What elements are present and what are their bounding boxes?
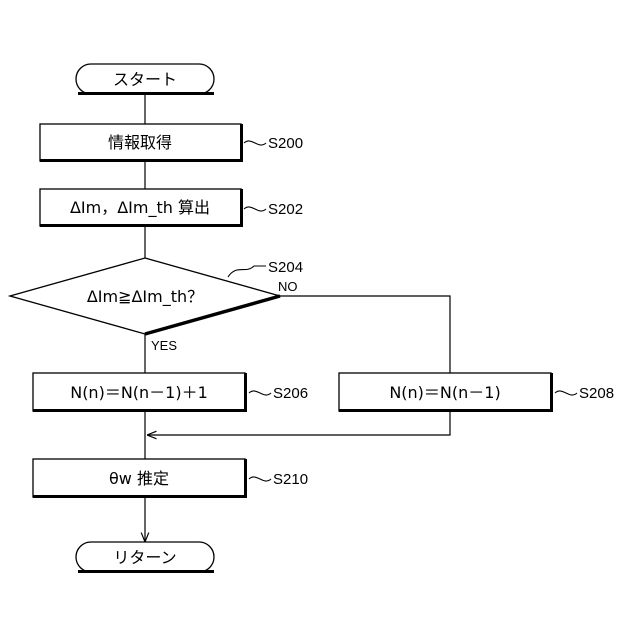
s206-label: N(n)＝N(n－1)＋1 bbox=[70, 383, 208, 402]
start-terminal: スタート bbox=[76, 64, 214, 95]
s202-leader bbox=[244, 207, 266, 211]
s204-label: ΔIm≧ΔIm_th？ bbox=[87, 287, 203, 307]
process-s202: ΔIm，ΔIm_th 算出 bbox=[40, 189, 243, 227]
s206-step-label: S206 bbox=[273, 385, 308, 402]
connector-s204-no-s208 bbox=[280, 296, 450, 373]
s208-label: N(n)＝N(n－1) bbox=[389, 383, 500, 402]
s200-leader bbox=[244, 141, 266, 145]
process-s210: θw 推定 bbox=[33, 459, 247, 498]
s200-label: 情報取得 bbox=[108, 133, 172, 152]
s210-step-label: S210 bbox=[273, 471, 308, 488]
process-s208: N(n)＝N(n－1) bbox=[339, 373, 553, 412]
s204-step-label: S204 bbox=[268, 259, 303, 276]
s202-label: ΔIm，ΔIm_th 算出 bbox=[70, 198, 210, 218]
s208-leader bbox=[555, 391, 577, 395]
end-label: リターン bbox=[113, 548, 176, 567]
s200-step-label: S200 bbox=[268, 135, 303, 152]
s208-step-label: S208 bbox=[579, 385, 614, 402]
connector-s208-merge bbox=[147, 412, 450, 435]
s204-no-label: NO bbox=[278, 279, 298, 294]
s204-leader bbox=[228, 266, 266, 277]
process-s206: N(n)＝N(n－1)＋1 bbox=[33, 373, 247, 412]
s204-yes-label: YES bbox=[151, 338, 177, 353]
s206-leader bbox=[249, 391, 271, 395]
s210-leader bbox=[249, 477, 271, 481]
end-terminal: リターン bbox=[76, 542, 214, 573]
s210-label: θw 推定 bbox=[109, 469, 169, 488]
s202-step-label: S202 bbox=[268, 201, 303, 218]
process-s200: 情報取得 bbox=[40, 124, 243, 162]
start-label: スタート bbox=[113, 70, 177, 89]
